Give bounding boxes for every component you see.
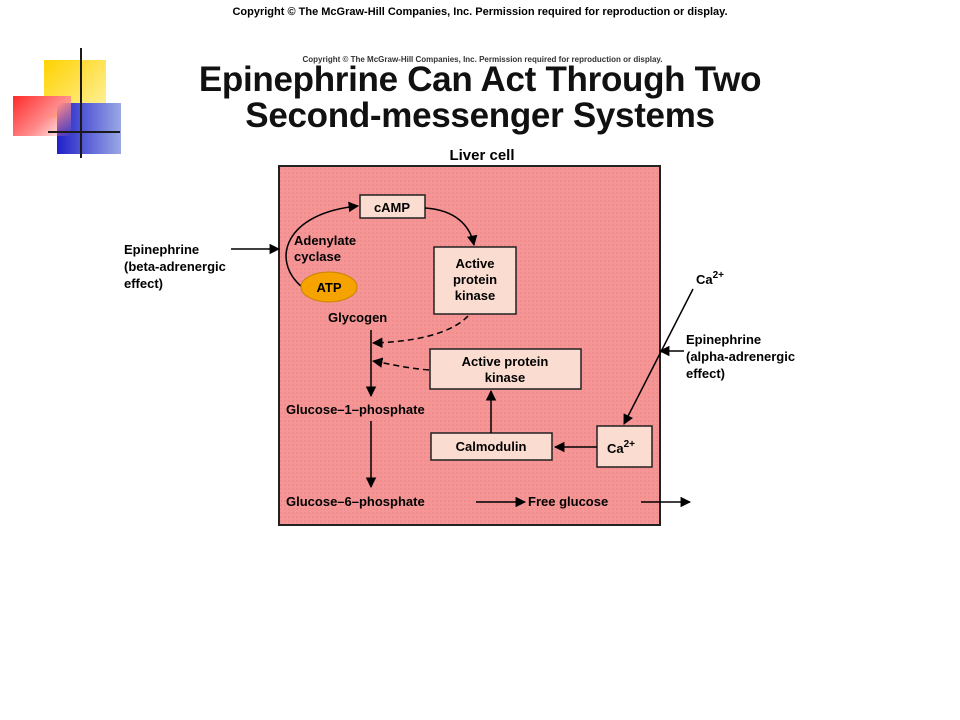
apk2-line2: kinase	[485, 370, 525, 385]
camp-box	[359, 194, 426, 219]
active-protein-kinase-box-1	[433, 246, 517, 315]
epinephrine-beta-line3: effect)	[124, 276, 163, 291]
atp-ellipse	[300, 271, 358, 303]
decorative-horizontal-line	[48, 131, 120, 133]
apk1-line3: kinase	[455, 288, 495, 303]
ca-inside-label: Ca2+	[607, 439, 635, 456]
atp-label: ATP	[316, 280, 341, 295]
apk1-line2: protein	[453, 272, 497, 287]
calmodulin-box	[430, 432, 553, 461]
epinephrine-alpha-line2: (alpha-adrenergic	[686, 349, 795, 364]
free-glucose-label: Free glucose	[528, 494, 608, 509]
calmodulin-label: Calmodulin	[456, 439, 527, 454]
epinephrine-beta-line2: (beta-adrenergic	[124, 259, 226, 274]
camp-to-kinase-arrow	[424, 207, 478, 247]
slide-title: Epinephrine Can Act Through Two Second-m…	[140, 62, 820, 134]
glycogen-label: Glycogen	[328, 310, 387, 325]
decorative-red-square	[13, 96, 71, 136]
decorative-vertical-line	[80, 48, 82, 158]
glucose-1-phosphate-label: Glucose–1–phosphate	[286, 402, 425, 417]
camp-label: cAMP	[374, 200, 410, 215]
glucose-6-phosphate-label: Glucose–6–phosphate	[286, 494, 425, 509]
active-protein-kinase-box-2	[429, 348, 582, 390]
adenylate-cyclase-line1: Adenylate	[294, 233, 356, 248]
adenylate-cyclase-line2: cyclase	[294, 249, 341, 264]
top-copyright: Copyright © The McGraw-Hill Companies, I…	[232, 6, 728, 18]
ca-outside-label: Ca2+	[696, 270, 724, 287]
epinephrine-alpha-line3: effect)	[686, 366, 725, 381]
apk1-line1: Active	[455, 256, 494, 271]
title-line-2: Second-messenger Systems	[245, 96, 715, 135]
kinase1-dashed-arrow	[371, 315, 469, 348]
cycle-arrow-to-camp	[285, 201, 360, 288]
epinephrine-beta-line1: Epinephrine	[124, 242, 199, 257]
epinephrine-alpha-line1: Epinephrine	[686, 332, 761, 347]
cell-label: Liver cell	[449, 147, 514, 164]
ca-entry-arrow	[623, 288, 694, 425]
title-line-1: Epinephrine Can Act Through Two	[198, 60, 762, 99]
ca-inside-box	[596, 425, 653, 468]
kinase2-dashed-arrow	[371, 357, 430, 371]
apk2-line1: Active protein	[462, 354, 549, 369]
liver-cell	[278, 165, 661, 526]
figure-copyright: Copyright © The McGraw-Hill Companies, I…	[302, 55, 663, 64]
